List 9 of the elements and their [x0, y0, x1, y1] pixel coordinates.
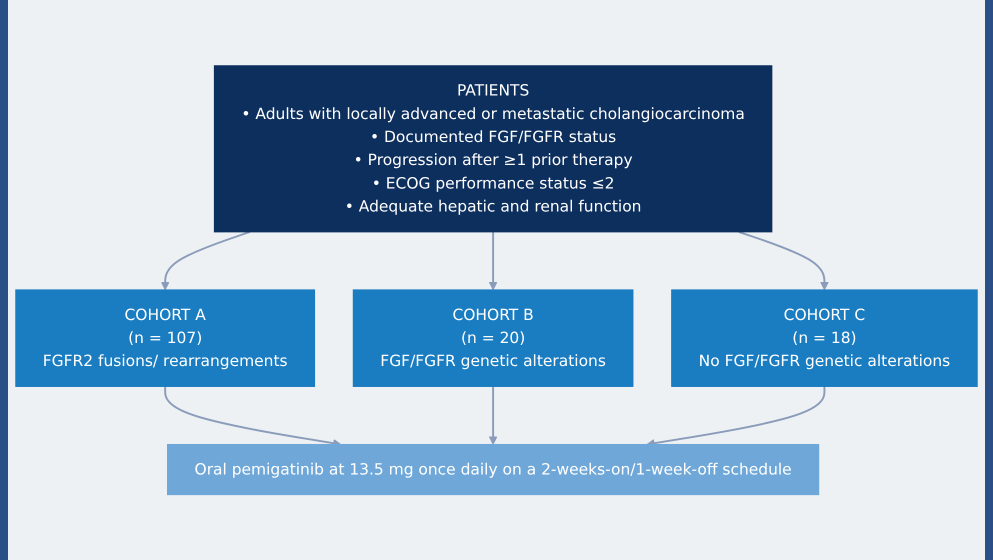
arrow: [488, 386, 498, 445]
node-box: COHORT C (n = 18) No FGF/FGFR genetic alterations: [671, 289, 978, 387]
arrow: [488, 232, 498, 290]
node-box: Oral pemigatinib at 13.5 mg once daily on a 2-weeks-on/1-week-off schedule: [167, 444, 820, 495]
arrow: [738, 230, 829, 290]
node-box: COHORT B (n = 20) FGF/FGFR genetic alterations: [352, 289, 634, 387]
node-box: COHORT A (n = 107) FGFR2 fusions/ rearrangements: [15, 289, 316, 387]
arrow: [160, 230, 250, 290]
node-box: PATIENTS • Adults with locally advanced or metastatic cholangiocarcinoma • Documented FGF/FGFR status • Progression after ≥1 prior therapy • ECOG performance status ≤2 • Adequate hepatic and renal function: [214, 65, 772, 232]
